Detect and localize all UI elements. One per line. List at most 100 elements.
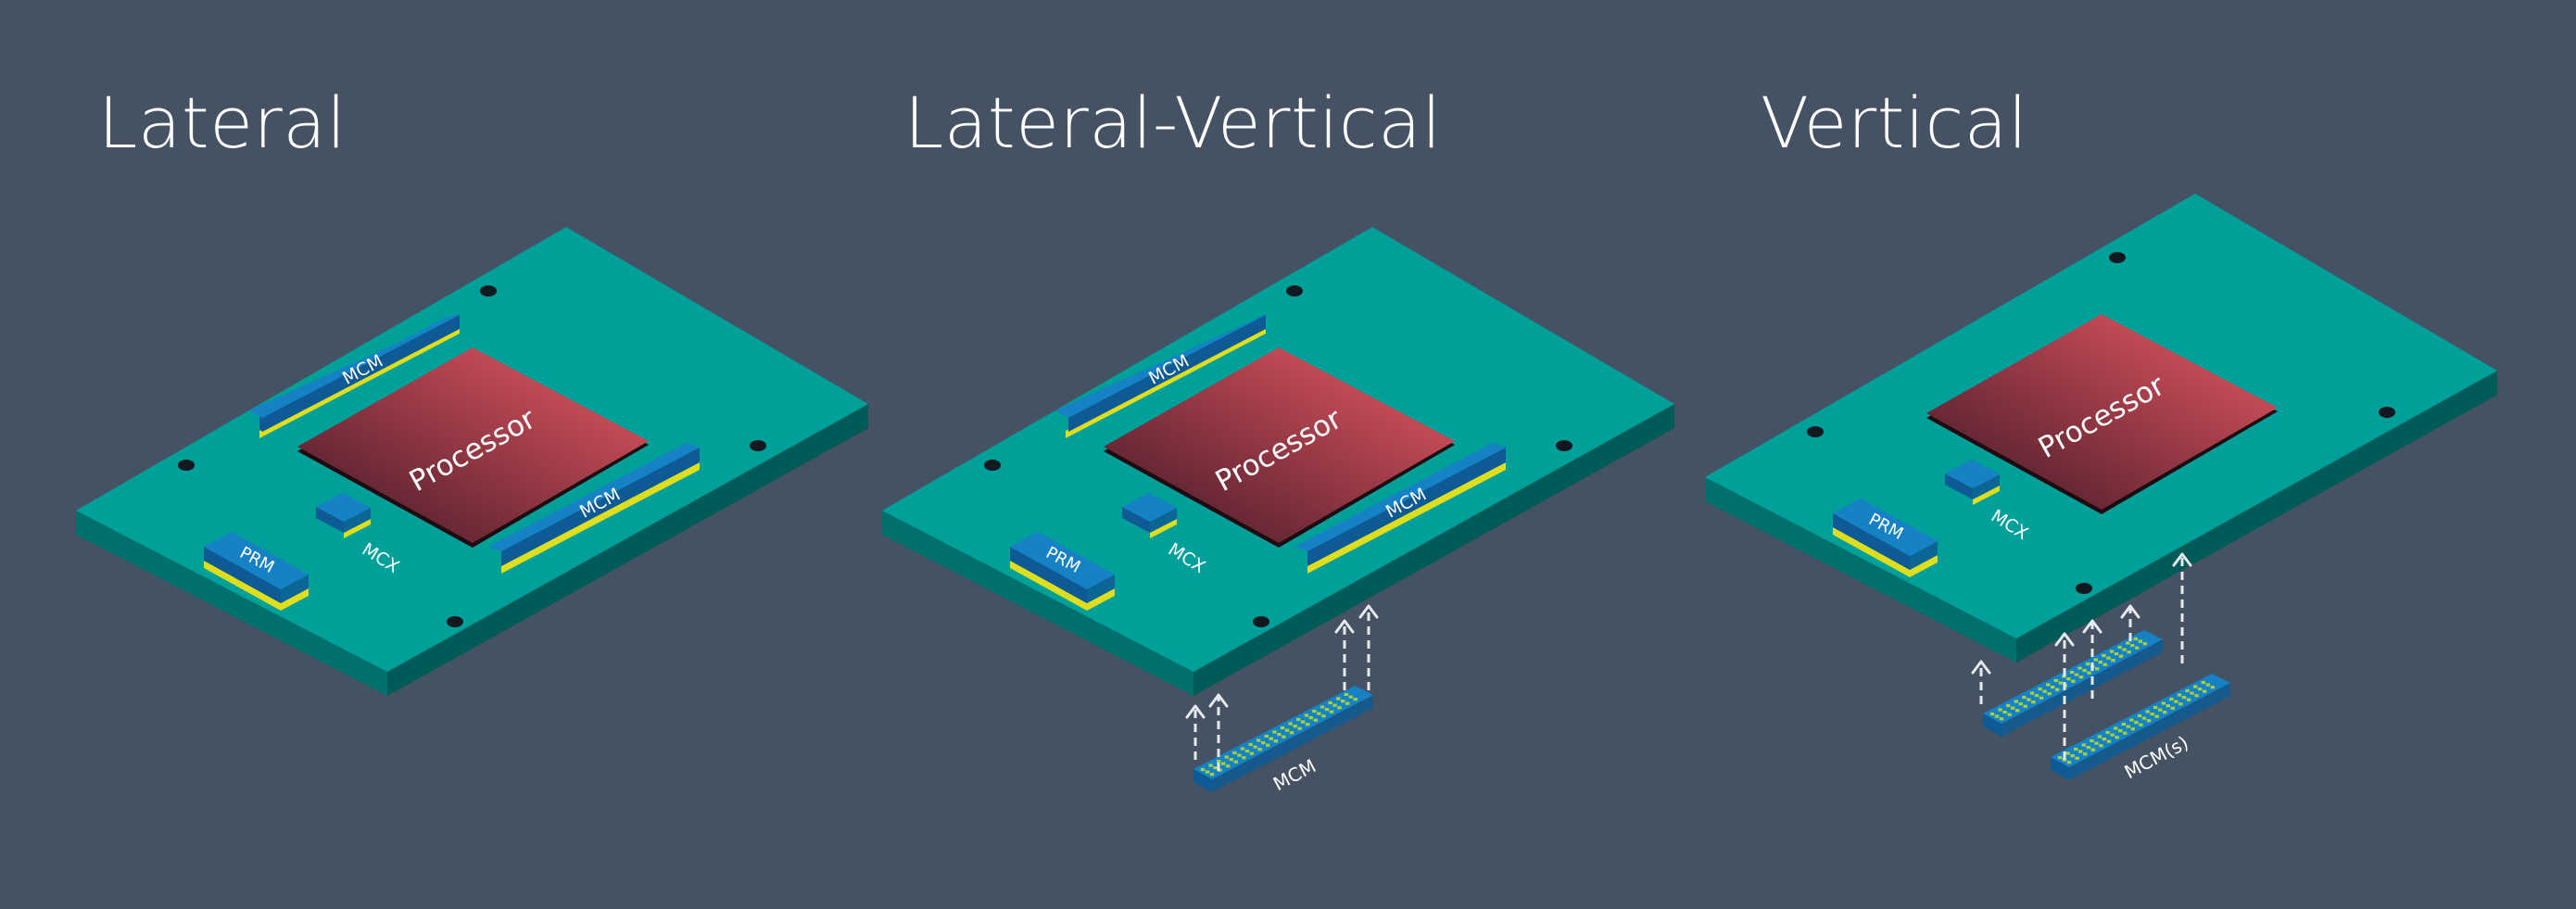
pin-dot	[2034, 694, 2039, 698]
arrow-icon	[1334, 619, 1355, 690]
pin-dot	[2069, 670, 2075, 675]
pin-dot	[2161, 701, 2166, 705]
pin-dot	[2126, 725, 2130, 728]
mounting-hole	[1556, 440, 1572, 451]
pin-dot	[1344, 692, 1348, 697]
pin-dot	[2102, 738, 2107, 741]
mcm-connector-below	[1983, 630, 2163, 737]
pin-dot	[1353, 698, 1357, 701]
pin-dot	[2153, 705, 2158, 710]
pin-dot	[1304, 713, 1308, 717]
mcx-chip: MCX	[1122, 493, 1209, 577]
pin-dot	[2186, 698, 2191, 701]
pin-dot	[2055, 688, 2060, 691]
pin-dot	[1320, 705, 1325, 709]
pin-dot	[2058, 681, 2063, 685]
pin-dot	[2066, 677, 2071, 681]
pin-dot	[1253, 745, 1257, 749]
pin-dot	[2014, 700, 2018, 703]
pin-dot	[1244, 750, 1250, 753]
pin-dot	[2163, 711, 2167, 714]
pin-dot	[2142, 642, 2147, 646]
pin-dot	[1200, 767, 1206, 772]
pin-dot	[1221, 762, 1226, 765]
pin-dot	[2057, 755, 2063, 760]
pin-dot	[2051, 686, 2055, 689]
pin-dot	[1277, 733, 1282, 737]
connector-pins	[1989, 637, 2147, 721]
pin-dot	[2090, 748, 2095, 751]
pin-dot	[1308, 716, 1313, 720]
mounting-hole	[2379, 407, 2395, 418]
panel-vertical: Processor MCX PRM	[1705, 194, 2497, 783]
pin-dot	[2074, 673, 2079, 676]
pin-dot	[2093, 658, 2098, 662]
pin-dot	[2146, 719, 2152, 723]
arrow-icon	[2054, 632, 2075, 760]
pin-dot	[1348, 695, 1353, 699]
processor-chip: Processor	[1104, 347, 1455, 548]
pin-dot	[2031, 701, 2036, 704]
pin-dot	[2006, 703, 2011, 708]
pin-dot	[2117, 645, 2122, 650]
pin-dot	[1306, 723, 1310, 726]
pin-dot	[2114, 652, 2119, 656]
pin-dot	[2099, 744, 2103, 748]
pin-dot	[2029, 691, 2035, 695]
pin-dot	[2166, 704, 2170, 708]
prm-module: PRM	[1010, 532, 1115, 611]
pin-dot	[1257, 748, 1262, 751]
processor-chip: Processor	[1926, 314, 2278, 514]
pin-dot	[1208, 764, 1213, 767]
upward-arrows	[1185, 604, 1379, 771]
pin-dot	[2114, 726, 2118, 730]
pin-dot	[1341, 700, 1345, 703]
pin-dot	[1317, 712, 1321, 715]
arrow-icon	[1208, 693, 1229, 771]
pin-dot	[1999, 717, 2004, 721]
mounting-hole	[984, 460, 1001, 471]
pin-dot	[2110, 733, 2115, 737]
mounting-hole	[480, 285, 497, 297]
pin-dot	[2158, 708, 2163, 712]
pin-dot	[1280, 726, 1285, 730]
pin-dot	[1269, 737, 1273, 740]
pin-dot	[2007, 713, 2012, 716]
pin-dot	[1301, 720, 1306, 724]
pin-dot	[2002, 711, 2007, 714]
pin-dot	[2046, 683, 2051, 687]
arrow-icon	[1185, 704, 1206, 760]
pin-dot	[2118, 654, 2124, 658]
pin-dot	[2086, 746, 2090, 750]
pin-dot	[2130, 727, 2135, 731]
pin-dot	[1273, 739, 1278, 743]
pin-dot	[2097, 735, 2102, 739]
pin-dot	[2102, 653, 2106, 658]
pin-dot	[2201, 680, 2205, 685]
panel-lateral: Processor MCM MCM MCX	[76, 227, 868, 696]
pin-dot	[2129, 718, 2134, 722]
pin-dot	[2174, 700, 2178, 703]
pin-dot	[2185, 688, 2190, 693]
pin-dot	[2015, 709, 2020, 713]
pin-dot	[2090, 739, 2094, 743]
arrow-icon	[2120, 604, 2140, 641]
pin-dot	[1282, 735, 1286, 739]
pin-dot	[1233, 760, 1238, 764]
pin-dot	[2141, 716, 2147, 720]
pin-dot	[2121, 722, 2126, 726]
pin-dot	[2077, 666, 2082, 670]
pin-dot	[2098, 661, 2102, 664]
pin-dot	[1989, 712, 1995, 716]
pin-dot	[2203, 689, 2207, 693]
panel-lateral-vertical: Processor MCM MCM MCX	[882, 227, 1674, 795]
pin-dot	[1293, 725, 1297, 728]
pin-dot	[2047, 692, 2052, 696]
pin-dot	[2135, 646, 2140, 650]
pin-dot	[1332, 703, 1337, 707]
pin-dot	[1226, 764, 1231, 768]
pin-dot	[1240, 747, 1245, 751]
mcm-module-top: MCM	[249, 314, 460, 438]
processor-chip: Processor	[297, 347, 649, 548]
